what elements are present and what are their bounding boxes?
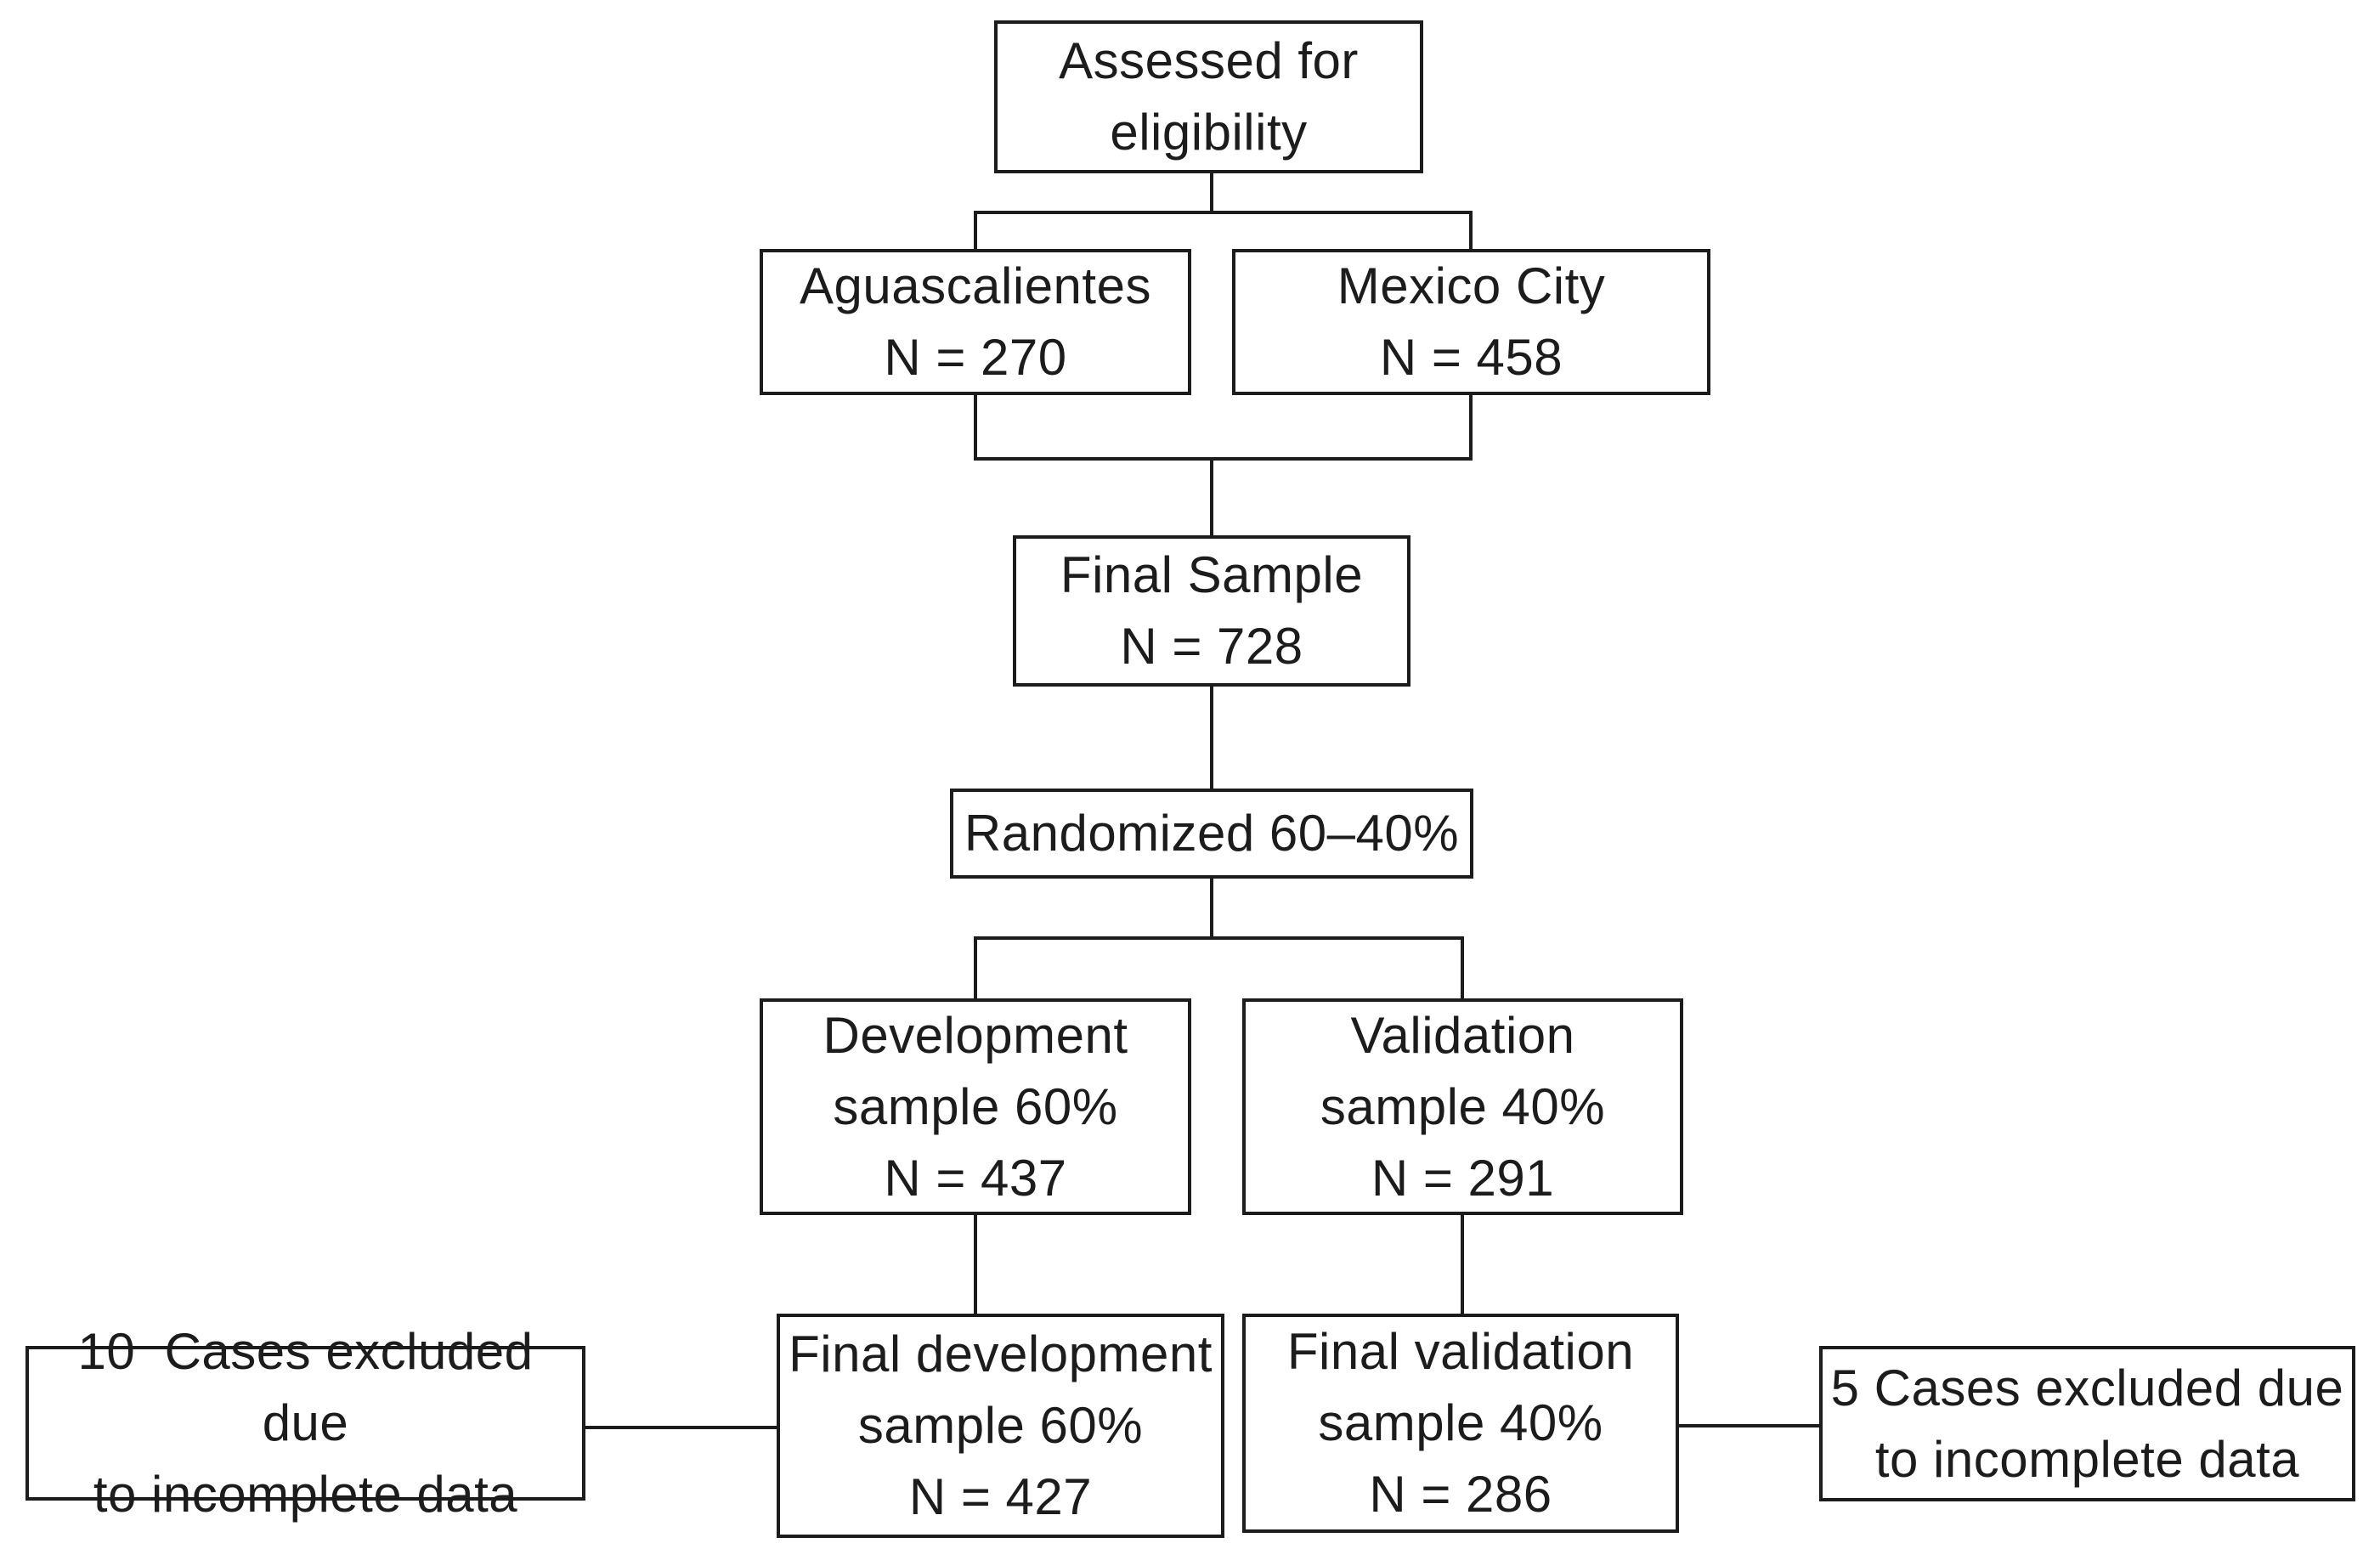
node-final-development-sample: Final development sample 60% N = 427: [777, 1314, 1224, 1538]
node-text: Development: [823, 1006, 1128, 1064]
node-text: sample 60%: [833, 1077, 1118, 1135]
node-text: N = 427: [908, 1468, 1093, 1525]
node-text: Final validation: [1286, 1323, 1635, 1380]
node-text: Mexico City: [1337, 257, 1606, 314]
node-development-sample: Development sample 60% N = 437: [760, 998, 1191, 1215]
node-text: Assessed for: [1059, 32, 1359, 89]
node-text: to incomplete data: [1874, 1430, 2300, 1488]
node-validation-sample: Validation sample 40% N = 291: [1242, 998, 1683, 1215]
node-text: sample 40%: [1320, 1077, 1606, 1135]
node-randomized: Randomized 60–40%: [950, 789, 1473, 879]
node-text: N = 286: [1369, 1466, 1552, 1523]
node-final-validation-sample: Final validation sample 40% N = 286: [1242, 1314, 1679, 1533]
node-aguascalientes: Aguascalientes N = 270: [760, 249, 1191, 395]
node-text: 5 Cases excluded due: [1830, 1359, 2344, 1416]
node-text: N = 458: [1379, 329, 1563, 386]
node-text: Final development: [789, 1326, 1213, 1382]
node-excluded-development: 10 Cases excluded due to incomplete data: [25, 1323, 585, 1523]
node-text: 10 Cases excluded due: [77, 1323, 548, 1451]
node-text: Validation: [1350, 1006, 1575, 1064]
node-mexico-city: Mexico City N = 458: [1232, 249, 1710, 395]
node-text: sample 60%: [857, 1397, 1144, 1454]
node-assessed-for-eligibility: Assessed for eligibility: [994, 20, 1423, 173]
node-text: to incomplete data: [93, 1466, 518, 1523]
node-text: N = 437: [884, 1149, 1067, 1207]
node-excluded-validation: 5 Cases excluded due to incomplete data: [1819, 1346, 2355, 1501]
node-text: N = 291: [1371, 1149, 1555, 1207]
node-text: Randomized 60–40%: [964, 805, 1460, 862]
node-text: Aguascalientes: [800, 257, 1151, 314]
node-final-sample: Final Sample N = 728: [1013, 535, 1410, 687]
node-text: N = 728: [1120, 618, 1303, 675]
node-text: sample 40%: [1318, 1394, 1603, 1451]
node-text: N = 270: [884, 329, 1067, 386]
node-text: Final Sample: [1060, 546, 1364, 603]
node-text: eligibility: [1110, 104, 1308, 161]
